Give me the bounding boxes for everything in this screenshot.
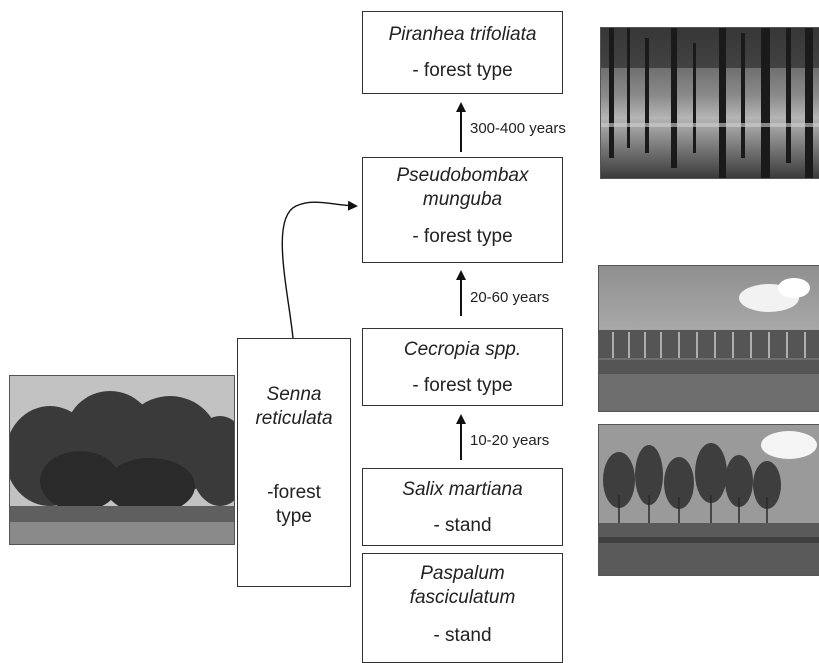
species-label-line1: Senna bbox=[266, 384, 322, 405]
species-label: Salix martiana bbox=[402, 479, 523, 500]
species-label-line2: fasciculatum bbox=[409, 587, 516, 608]
species-label: Piranhea trifoliata bbox=[388, 24, 537, 45]
stage-type-label: - stand bbox=[433, 625, 492, 646]
stage-box-paspalum: Paspalum fasciculatum - stand bbox=[362, 553, 563, 663]
stage-box-pseudobombax: Pseudobombax munguba - forest type bbox=[362, 157, 563, 263]
species-label-line2: munguba bbox=[422, 189, 503, 210]
stage-box-piranhea: Piranhea trifoliata - forest type bbox=[362, 11, 563, 94]
stage-type-label: - forest type bbox=[412, 60, 513, 81]
stage-type-label-line2: type bbox=[276, 506, 312, 527]
stage-box-cecropia: Cecropia spp. - forest type bbox=[362, 328, 563, 406]
photo-flooded-forest bbox=[600, 27, 819, 179]
photo-senna-riverbank bbox=[9, 375, 235, 545]
stage-type-label-line1: -forest bbox=[267, 482, 321, 503]
stage-box-salix: Salix martiana - stand bbox=[362, 468, 563, 546]
duration-label-20-60: 20-60 years bbox=[470, 289, 550, 306]
photo-salix-stand bbox=[598, 424, 819, 576]
duration-label-300-400: 300-400 years bbox=[470, 120, 566, 137]
stage-type-label: - stand bbox=[433, 515, 492, 536]
stage-type-label: - forest type bbox=[412, 375, 513, 396]
species-label-line1: Pseudobombax bbox=[396, 165, 529, 186]
stage-type-label: - forest type bbox=[412, 226, 513, 247]
species-label-line2: reticulata bbox=[255, 408, 333, 429]
stage-box-senna: Senna reticulata -forest type bbox=[237, 338, 351, 587]
duration-label-10-20: 10-20 years bbox=[470, 432, 550, 449]
species-label-line1: Paspalum bbox=[420, 563, 505, 584]
photo-cecropia-river-edge bbox=[598, 265, 819, 412]
arrow-senna-to-pseudobombax bbox=[281, 200, 358, 339]
species-label: Cecropia spp. bbox=[403, 339, 522, 360]
